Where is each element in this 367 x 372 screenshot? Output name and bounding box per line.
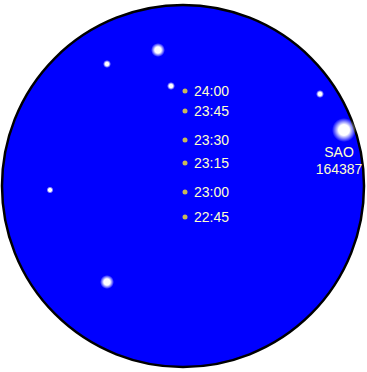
track-point <box>183 215 188 220</box>
track-point <box>183 89 188 94</box>
star <box>100 275 114 289</box>
star <box>167 82 175 90</box>
star-label: SAO 164387 <box>316 144 363 178</box>
track-point <box>183 138 188 143</box>
time-label: 23:30 <box>194 132 229 149</box>
time-label: 22:45 <box>194 209 229 226</box>
star <box>103 60 111 68</box>
time-label: 23:00 <box>194 184 229 201</box>
stars <box>47 43 357 289</box>
track-point <box>183 109 188 114</box>
time-label: 23:45 <box>194 103 229 120</box>
track-points <box>183 89 188 220</box>
track-point <box>183 161 188 166</box>
track-point <box>183 190 188 195</box>
time-label: 23:15 <box>194 155 229 172</box>
star <box>151 43 165 57</box>
time-label: 24:00 <box>194 83 229 100</box>
star <box>47 187 54 194</box>
star <box>316 90 324 98</box>
field-of-view <box>2 5 364 367</box>
star <box>332 118 356 142</box>
